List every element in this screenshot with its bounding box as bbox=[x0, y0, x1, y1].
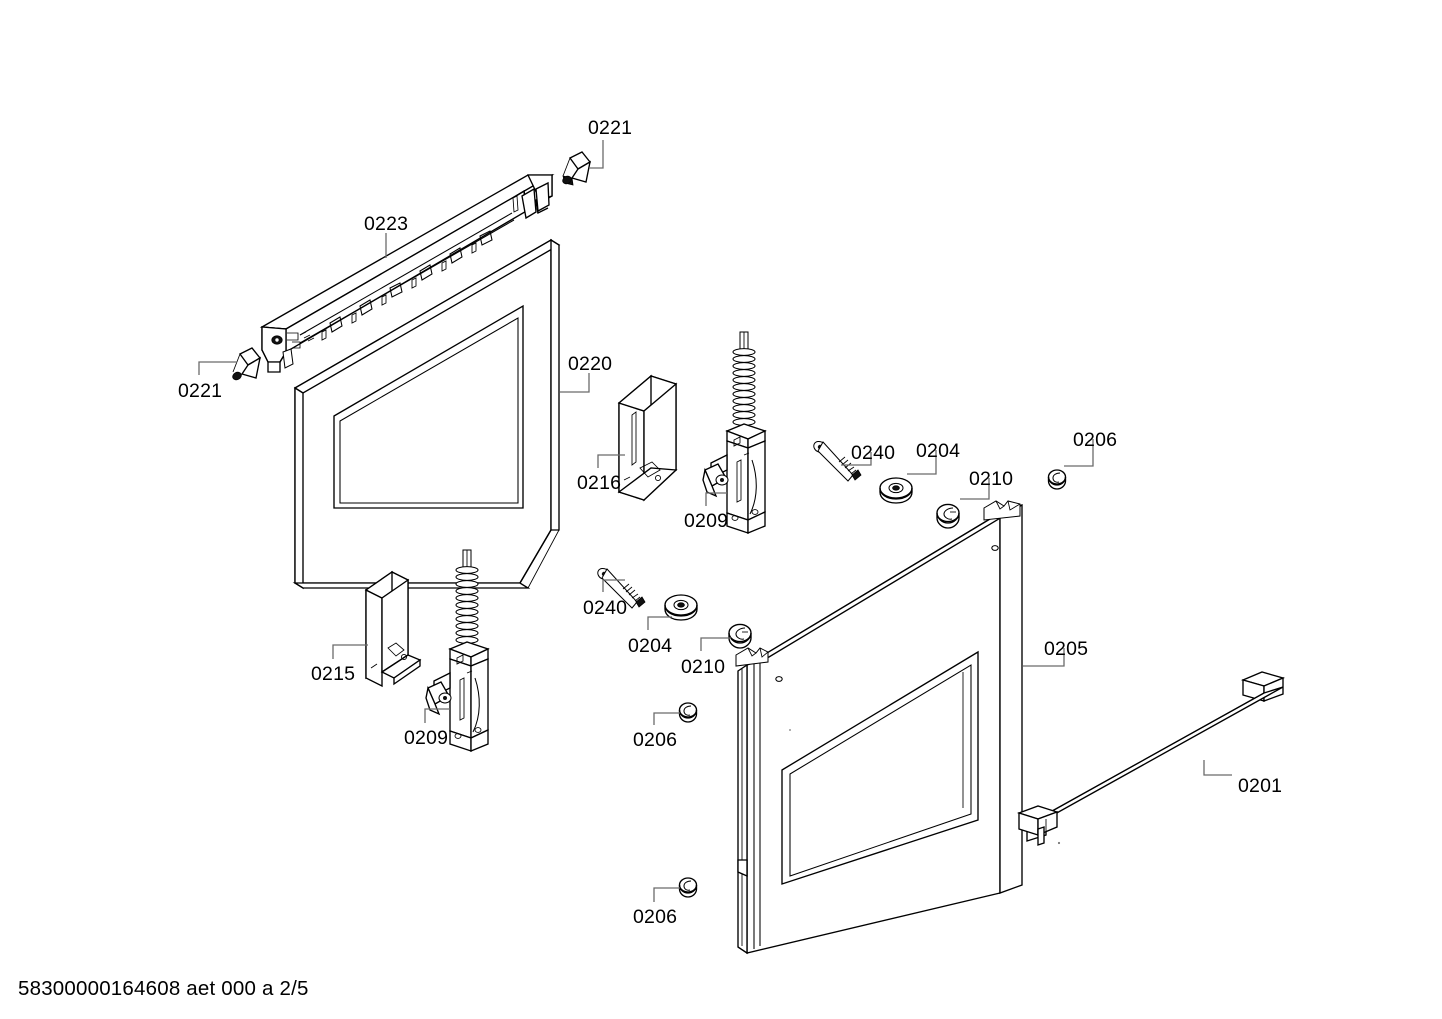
part-label-0209-left: 0209 bbox=[404, 727, 449, 749]
part-0210-cap-plug-lower bbox=[728, 623, 752, 649]
part-label-0210-lower: 0210 bbox=[681, 656, 726, 678]
part-0206-screw-cover-mid bbox=[678, 702, 698, 723]
part-label-0209-right: 0209 bbox=[684, 510, 729, 532]
part-0215-lower-hinge-bracket bbox=[364, 570, 422, 688]
part-label-0220: 0220 bbox=[568, 353, 613, 375]
part-0210-cap-plug-upper bbox=[936, 503, 960, 529]
part-label-0206-lower: 0206 bbox=[633, 906, 678, 928]
part-0223-door-trim-bar bbox=[259, 173, 555, 373]
part-0205-inner-door-panel bbox=[735, 500, 1023, 955]
part-0206-screw-cover-lower bbox=[678, 877, 698, 898]
part-0209-door-hinge-right bbox=[702, 331, 767, 535]
part-0221-hinge-pin-top bbox=[562, 151, 592, 186]
part-label-0215: 0215 bbox=[311, 663, 356, 685]
part-label-0205: 0205 bbox=[1044, 638, 1089, 660]
leader-lines bbox=[198, 140, 1232, 902]
part-label-0240-lower: 0240 bbox=[583, 597, 628, 619]
part-label-0221-left: 0221 bbox=[178, 380, 223, 402]
document-footer-id: 58300000164608 aet 000 a 2/5 bbox=[18, 977, 309, 1000]
part-label-0204-lower: 0204 bbox=[628, 635, 673, 657]
part-label-0210-upper: 0210 bbox=[969, 468, 1014, 490]
part-0201-door-handle bbox=[1016, 671, 1286, 846]
part-0204-washer-lower bbox=[664, 594, 698, 621]
part-label-0240-upper: 0240 bbox=[851, 442, 896, 464]
part-label-0221-top: 0221 bbox=[588, 117, 633, 139]
part-label-0206-upper: 0206 bbox=[1073, 429, 1118, 451]
part-label-0216: 0216 bbox=[577, 472, 622, 494]
part-0220-outer-door-glass bbox=[292, 238, 561, 590]
part-label-0201: 0201 bbox=[1238, 775, 1283, 797]
part-label-0223: 0223 bbox=[364, 213, 409, 235]
part-0206-screw-cover-upper bbox=[1047, 469, 1067, 490]
part-0221-hinge-pin-left bbox=[232, 347, 262, 381]
part-0204-washer-upper bbox=[879, 477, 913, 504]
part-label-0206-mid: 0206 bbox=[633, 729, 678, 751]
part-0216-upper-hinge-bracket bbox=[617, 374, 678, 502]
part-label-0204-upper: 0204 bbox=[916, 440, 961, 462]
part-0209-door-hinge-left bbox=[425, 549, 490, 753]
part-0240-hinge-screw-lower bbox=[597, 567, 646, 609]
